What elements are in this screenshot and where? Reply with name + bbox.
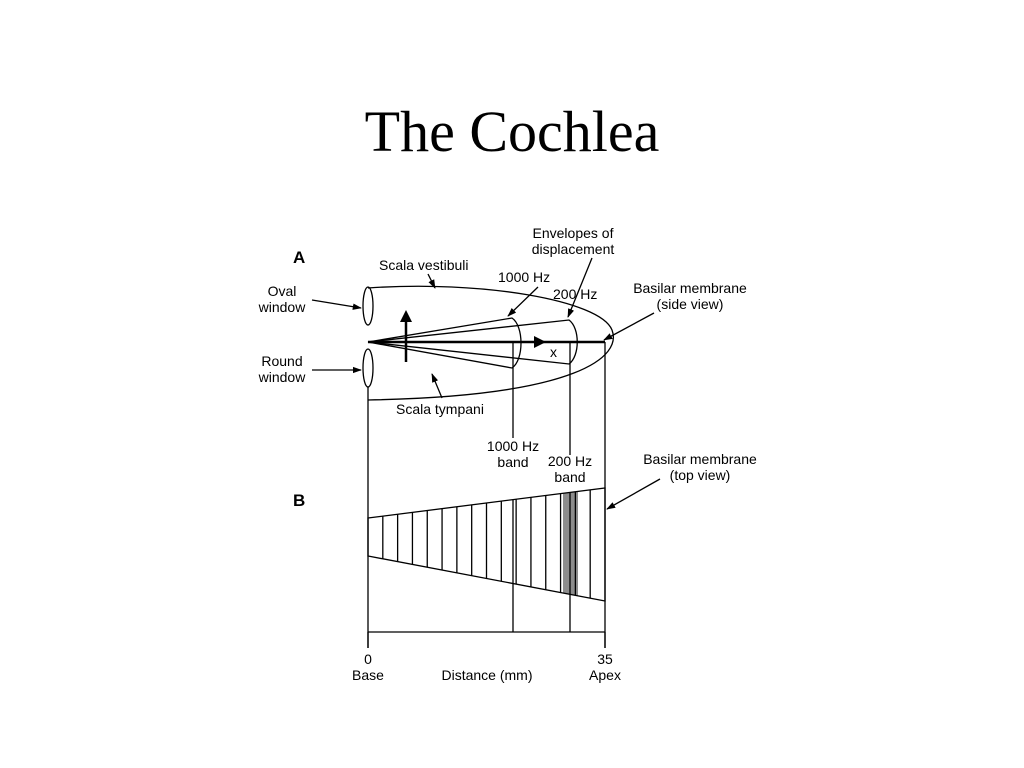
envelopes-label-line-1: Envelopes of (533, 225, 614, 241)
scala-tympani-pointer (431, 373, 443, 399)
scala-tympani-label: Scala tympani (396, 401, 484, 417)
basilar-top-label-line-1: Basilar membrane (643, 451, 757, 467)
hz-1000-label: 1000 Hz (498, 269, 550, 285)
x-direction-arrow (534, 336, 546, 348)
round-window-shape (362, 348, 374, 388)
basilar-top-label-line-2: (top view) (670, 467, 731, 483)
band-1000-label-line-1: 1000 Hz (487, 438, 539, 454)
pressure-arrow-head (400, 310, 412, 322)
oval-window-pointer (311, 299, 362, 310)
band-1000-label-line-2: band (497, 454, 528, 470)
membrane-outline (367, 487, 606, 602)
round-window-label-line-2: window (258, 369, 307, 385)
axis-max-value: 35 (597, 651, 613, 667)
basilar-membrane-top-view (367, 487, 606, 602)
envelope-1000hz (367, 317, 522, 369)
envelopes-label-line-2: displacement (532, 241, 615, 257)
slide-title: The Cochlea (364, 99, 660, 164)
envelope-200hz (367, 319, 578, 365)
hz-1000-pointer (507, 286, 539, 317)
band-200-label-line-1: 200 Hz (548, 453, 592, 469)
axis-min-value: 0 (364, 651, 372, 667)
basilar-top-pointer (606, 478, 661, 510)
oval-window-shape (362, 286, 374, 326)
axis-max-label: Apex (589, 667, 621, 683)
basilar-side-label-line-1: Basilar membrane (633, 280, 747, 296)
axis-title: Distance (mm) (441, 667, 532, 683)
oval-window-label-line-2: window (258, 299, 307, 315)
panel-b-letter: B (293, 491, 305, 510)
hz-200-label: 200 Hz (553, 286, 597, 302)
basilar-side-pointer (603, 312, 655, 341)
scala-vestibuli-pointer (427, 273, 436, 289)
x-label: x (550, 344, 557, 360)
axis-min-label: Base (352, 667, 384, 683)
envelopes-pointer (567, 257, 593, 318)
round-window-label-line-1: Round (261, 353, 302, 369)
cochlea-outline (367, 285, 614, 401)
basilar-side-label-line-2: (side view) (657, 296, 724, 312)
scala-vestibuli-label: Scala vestibuli (379, 257, 469, 273)
panel-a-letter: A (293, 248, 305, 267)
band-200-label-line-2: band (554, 469, 585, 485)
oval-window-label-line-1: Oval (268, 283, 297, 299)
